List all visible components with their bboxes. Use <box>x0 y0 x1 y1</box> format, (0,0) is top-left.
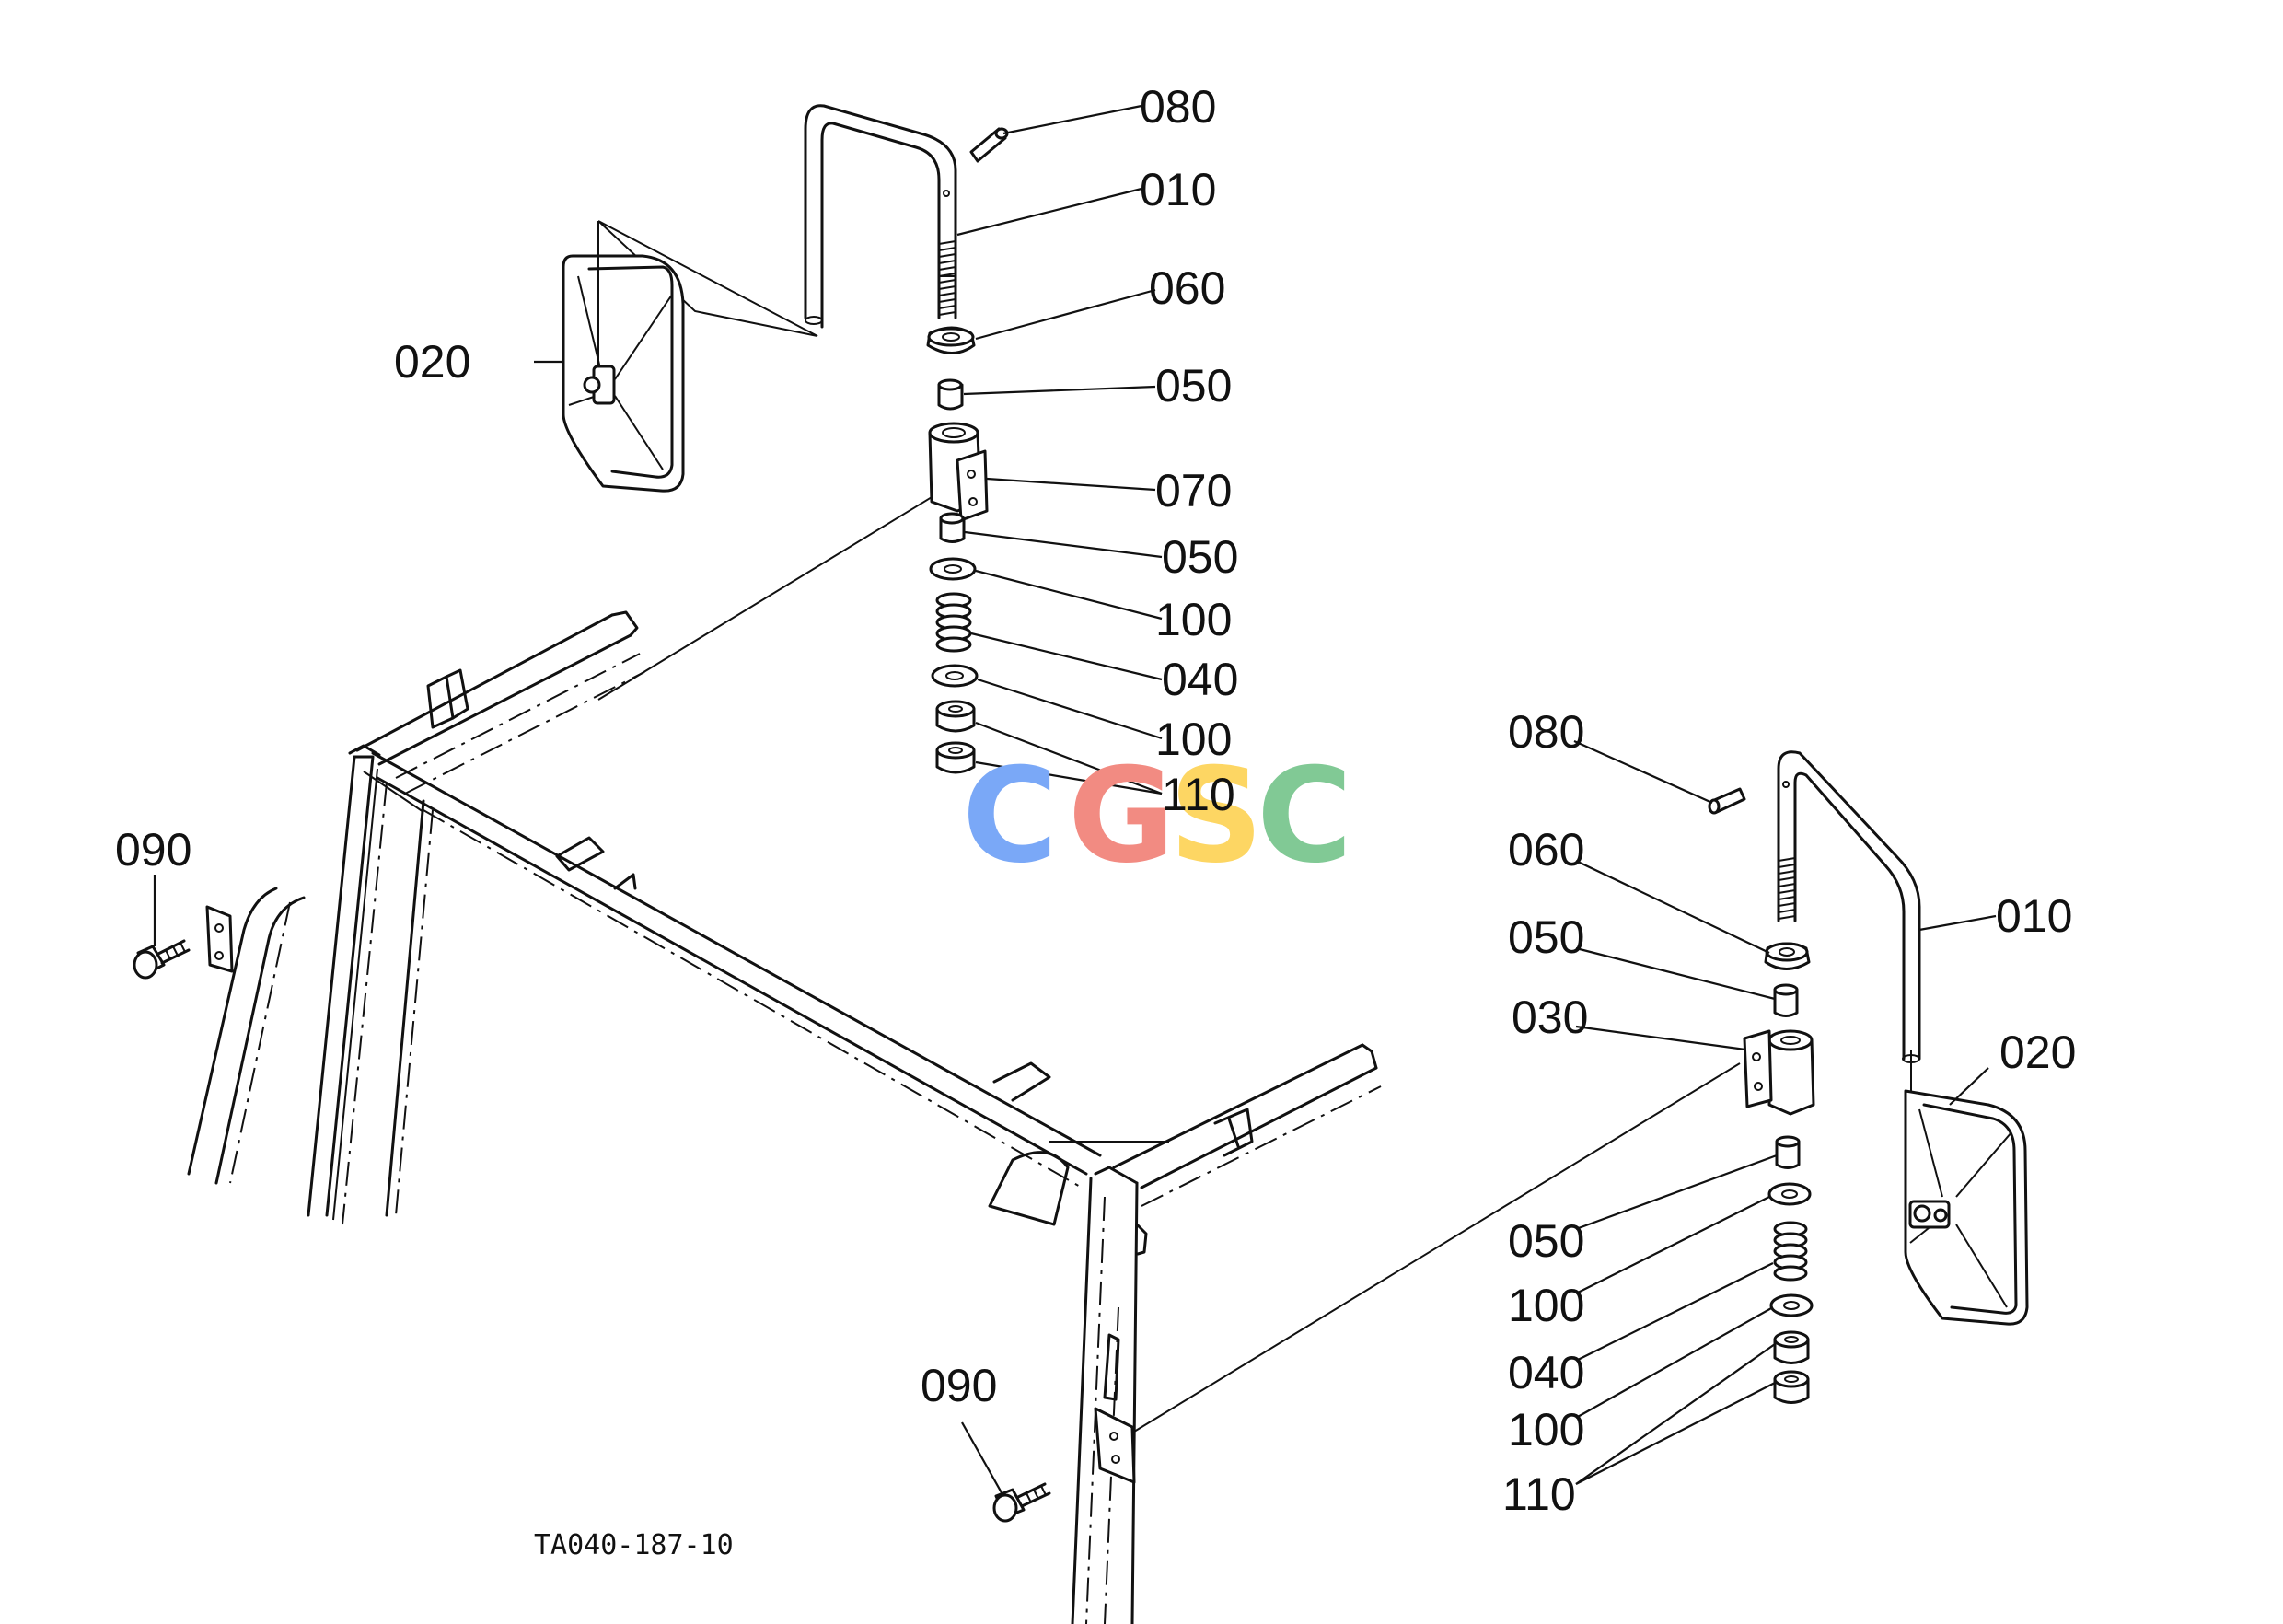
label-left-050a: 050 <box>1155 360 1232 412</box>
watermark-letter-4: C <box>1257 740 1352 892</box>
right-washer-100a <box>1767 1182 1812 1206</box>
left-hinge-bracket <box>928 422 989 522</box>
left-mirror <box>562 221 685 493</box>
left-rear-pillar <box>187 887 306 1185</box>
right-mirror-assembly <box>992 750 2029 1523</box>
label-left-010: 010 <box>1140 164 1216 215</box>
right-mirror-arm <box>1777 750 1921 1063</box>
label-left-080: 080 <box>1140 81 1216 133</box>
label-left-020: 020 <box>394 336 470 388</box>
cab-frame <box>187 220 1912 1624</box>
label-right-020: 020 <box>1999 1027 2076 1078</box>
label-left-040: 040 <box>1162 654 1238 705</box>
label-right-100b: 100 <box>1508 1404 1584 1456</box>
label-right-090: 090 <box>921 1360 997 1411</box>
right-pin <box>1708 787 1746 815</box>
label-left-070: 070 <box>1155 465 1232 516</box>
watermark-letter-2: G <box>1068 740 1176 892</box>
left-washer-100b <box>931 664 979 688</box>
label-left-100b: 100 <box>1155 713 1232 765</box>
label-left-110: 110 <box>1162 769 1235 820</box>
label-left-090: 090 <box>115 824 191 876</box>
left-nut-110b <box>935 741 976 774</box>
right-bush-050b <box>1775 1135 1801 1169</box>
label-right-060: 060 <box>1508 824 1584 876</box>
label-right-100a: 100 <box>1508 1280 1584 1331</box>
label-left-100a: 100 <box>1155 594 1232 645</box>
guide-left-hinge <box>597 478 963 701</box>
label-right-040: 040 <box>1508 1347 1584 1398</box>
leader-lines <box>153 104 1997 1497</box>
right-spring <box>1773 1221 1808 1282</box>
label-left-060: 060 <box>1149 262 1225 314</box>
label-right-080: 080 <box>1508 706 1584 758</box>
left-bracket <box>205 905 234 973</box>
left-spring <box>935 592 972 653</box>
left-mirror-arm <box>804 104 957 329</box>
right-pillar <box>1071 1166 1148 1624</box>
watermark-letter-3: S <box>1169 740 1263 892</box>
left-nut-110a <box>935 700 976 733</box>
left-bush-050a <box>937 378 964 411</box>
part-labels-left: 080 010 060 020 050 070 050 100 040 100 … <box>115 81 1238 876</box>
right-mirror <box>1904 1089 2029 1326</box>
right-nut-110b <box>1773 1370 1810 1404</box>
left-washer-100a <box>929 557 977 581</box>
label-left-050b: 050 <box>1162 531 1238 583</box>
label-right-050b: 050 <box>1508 1215 1584 1267</box>
label-right-050a: 050 <box>1508 911 1584 963</box>
watermark-letter-1: C <box>962 740 1058 892</box>
label-right-110: 110 <box>1502 1468 1576 1520</box>
right-hinge-bracket <box>1743 1029 1815 1116</box>
label-right-010: 010 <box>1996 890 2072 942</box>
label-right-030: 030 <box>1512 992 1588 1043</box>
left-mirror-assembly <box>133 104 1009 980</box>
right-washer-100b <box>1769 1293 1814 1317</box>
watermark: C G S C <box>962 740 1352 892</box>
left-bolt-090 <box>133 939 191 980</box>
right-nut-110a <box>1773 1330 1810 1364</box>
part-labels-right: 080 060 050 030 010 020 050 100 040 100 … <box>921 706 2076 1520</box>
right-bush-050a <box>1773 983 1799 1017</box>
right-bolt-090 <box>992 1482 1051 1523</box>
left-nut-060 <box>926 326 976 354</box>
right-nut-060 <box>1764 942 1811 970</box>
right-bracket <box>1094 1407 1136 1484</box>
left-bush-050b <box>939 512 966 543</box>
left-roof-rail <box>355 610 645 813</box>
left-pillar <box>307 744 434 1225</box>
reference-code: TA040-187-10 <box>534 1529 734 1561</box>
guide-right-hinge <box>1133 1062 1741 1433</box>
left-pin <box>969 127 1009 163</box>
right-roof-rail <box>1049 1043 1382 1207</box>
front-cross-beam <box>371 751 1102 1226</box>
